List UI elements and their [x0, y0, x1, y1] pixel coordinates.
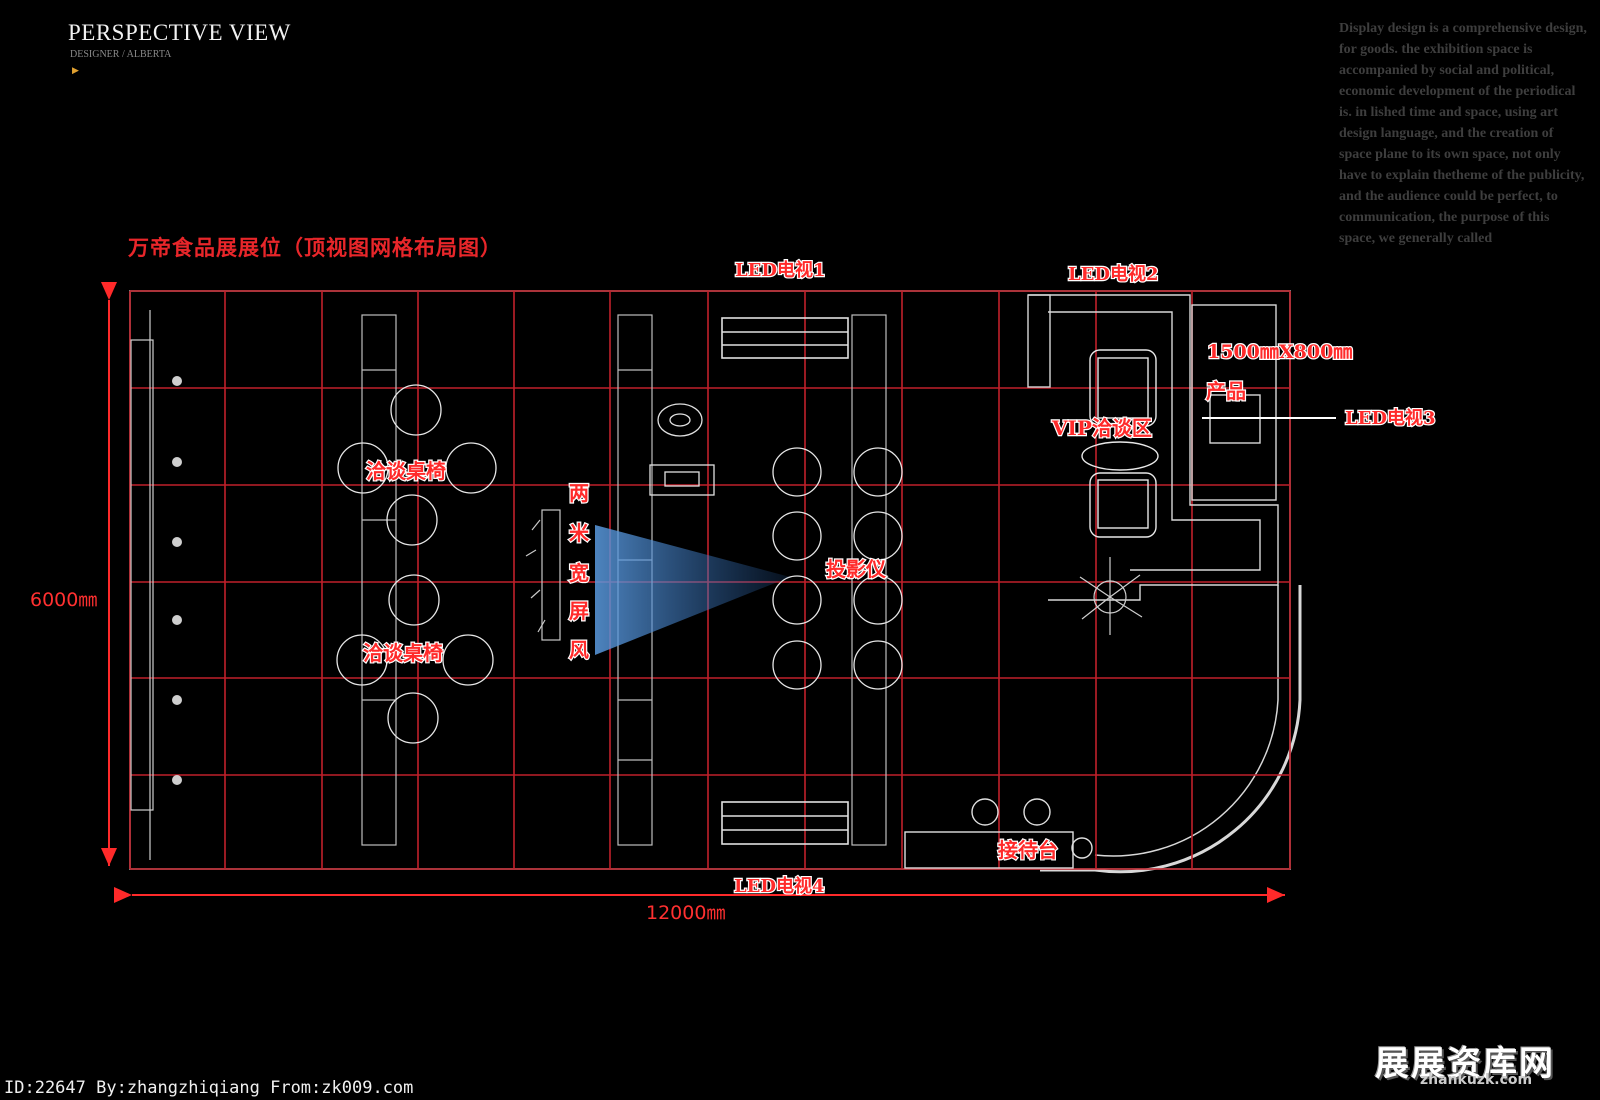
chair-icon: [772, 447, 822, 497]
projection-beam: [595, 525, 790, 655]
spotlight-icon: [172, 775, 182, 785]
description-text: Display design is a comprehensive design…: [1339, 21, 1587, 246]
plant-icon: [1079, 557, 1143, 635]
led-tv-4-label: LED电视4: [734, 875, 825, 897]
led-tv-1-shape: [721, 317, 849, 359]
screen-char-1: 两: [569, 481, 589, 505]
chair-icon: [772, 575, 822, 625]
spotlight-icon: [172, 457, 182, 467]
led-tv-1-label: LED电视1: [735, 259, 826, 281]
led-tv-2-label: LED电视2: [1068, 263, 1159, 285]
triangle-icon: ▶: [72, 66, 79, 76]
chair-icon: [853, 640, 903, 690]
led-tv-3-label: LED电视3: [1345, 407, 1436, 429]
spotlight-icon: [172, 695, 182, 705]
product-label: 产品: [1206, 379, 1246, 403]
vip-sofa-icon: [1081, 349, 1159, 538]
chair-icon: [388, 574, 440, 626]
chair-icon: [853, 511, 903, 561]
width-dimension-label: 12000㎜: [646, 902, 725, 924]
page-title: PERSPECTIVE VIEW: [68, 20, 291, 45]
chair-icon: [442, 634, 494, 686]
screen-char-2: 米: [569, 521, 590, 545]
led-tv-4-shape: [721, 801, 849, 845]
screen-char-4: 屏: [569, 599, 589, 623]
chair-set: [336, 384, 903, 744]
credit-footer: ID:22647 By:zhangzhiqiang From:zk009.com: [4, 1078, 414, 1098]
projector-label: 投影仪: [826, 557, 887, 581]
chair-icon: [337, 442, 389, 494]
chair-icon: [772, 511, 822, 561]
spotlight-icon: [172, 615, 182, 625]
plan-title: 万帝食品展展位（顶视图网格布局图）: [128, 236, 502, 260]
projector-device: [649, 403, 715, 496]
screen-char-5: 风: [569, 638, 589, 662]
chair-icon: [386, 494, 438, 546]
screen-partition: [525, 509, 561, 641]
height-dimension-label: 6000㎜: [30, 589, 97, 611]
wall-lights: [172, 376, 182, 785]
spotlight-icon: [172, 537, 182, 547]
left-wall: [130, 310, 154, 860]
chair-icon: [445, 442, 497, 494]
negotiation-label-1: 洽谈桌椅: [366, 459, 446, 483]
spotlight-icon: [172, 376, 182, 386]
vip-area-label: VIP洽谈区: [1051, 416, 1152, 440]
chair-icon: [390, 384, 442, 436]
chair-icon: [853, 447, 903, 497]
product-size-label: 1500㎜X800㎜: [1207, 341, 1352, 363]
screen-char-3: 宽: [569, 561, 589, 585]
reception-desk: [904, 798, 1093, 869]
chair-icon: [387, 692, 439, 744]
reception-label: 接待台: [998, 838, 1058, 862]
chair-icon: [336, 634, 388, 686]
chair-icon: [853, 575, 903, 625]
chair-icon: [772, 640, 822, 690]
designer-subtitle: DESIGNER / ALBERTA: [70, 49, 172, 60]
negotiation-label-2: 洽谈桌椅: [363, 641, 443, 665]
site-watermark-url: zhankuzk.com: [1420, 1072, 1533, 1088]
site-watermark: 展展资库网: [1375, 1044, 1555, 1084]
